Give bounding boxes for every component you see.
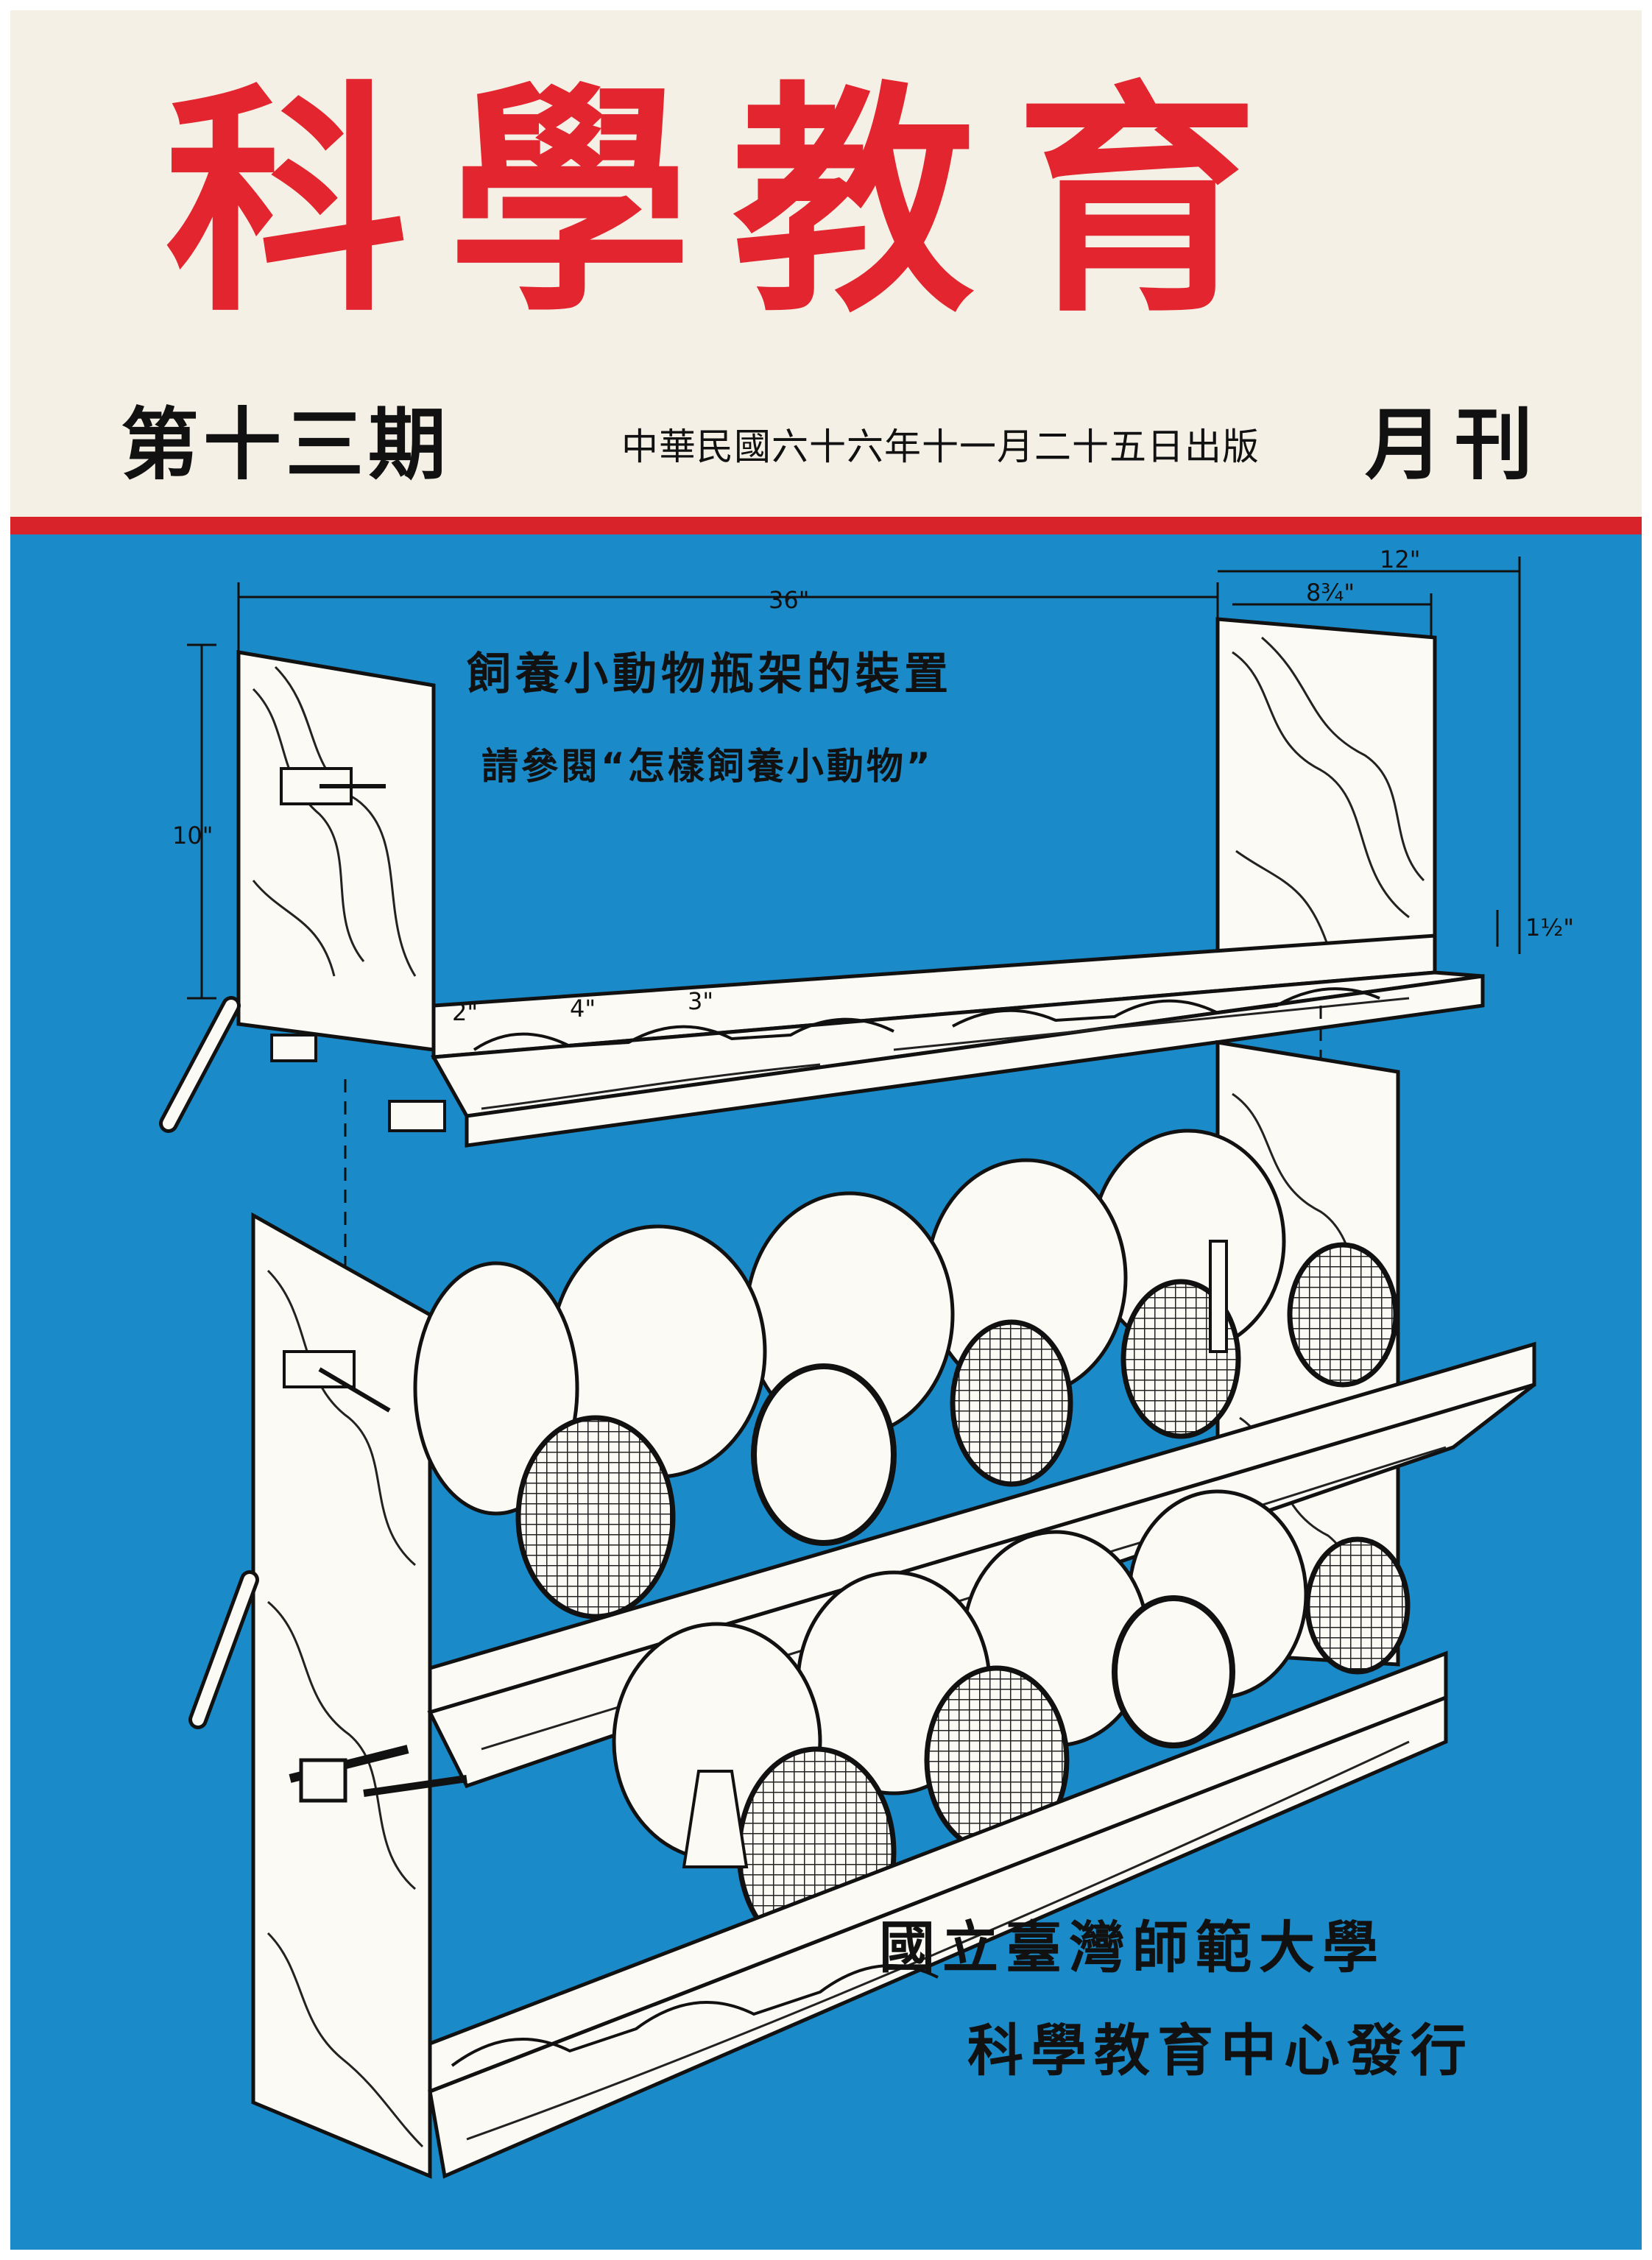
dimension-rim-height: 1½" — [1525, 914, 1574, 942]
dimension-notch-width: 3" — [688, 987, 713, 1015]
upper-shelf-jars — [413, 1129, 1399, 1620]
illustration-caption-reference: 請參閱“怎樣飼養小動物” — [481, 745, 933, 788]
publisher-center: 科學教育中心發行 — [967, 2018, 1474, 2083]
dimension-depth: 12" — [1380, 545, 1420, 573]
jar-rack-illustration: 36" 12" 8¾" 10" 1½" 2" 4" 3" — [159, 545, 1574, 2179]
publication-frequency: 月刊 — [1365, 398, 1545, 490]
dimension-notch-gap: 4" — [570, 995, 596, 1023]
rack-frame-diagram: 36" 12" 8¾" 10" 1½" 2" 4" 3" — [159, 545, 1574, 1742]
publisher-university: 國立臺灣師範大學 — [879, 1915, 1386, 1980]
illustration-caption-title: 飼養小動物瓶架的裝置 — [467, 649, 953, 700]
issue-number: 第十三期 — [121, 398, 451, 490]
assembled-jar-rack — [188, 1040, 1536, 2179]
dimension-length: 36" — [769, 586, 809, 614]
magazine-title: 科學教育 — [165, 59, 1299, 345]
masthead: 科學教育 第十三期 中華民國六十六年十一月二十五日出版 月刊 — [10, 10, 1642, 526]
publication-date: 中華民國六十六年十一月二十五日出版 — [621, 425, 1260, 468]
dimension-shelf-depth: 8¾" — [1306, 579, 1355, 607]
dimension-notch-edge: 2" — [452, 998, 478, 1026]
red-divider-rule — [10, 517, 1642, 534]
cover-illustration-panel: 36" 12" 8¾" 10" 1½" 2" 4" 3" — [10, 534, 1642, 2250]
dimension-height: 10" — [172, 822, 213, 850]
magazine-cover: 科學教育 第十三期 中華民國六十六年十一月二十五日出版 月刊 — [10, 10, 1642, 2250]
lower-shelf-jars — [612, 1489, 1411, 1958]
